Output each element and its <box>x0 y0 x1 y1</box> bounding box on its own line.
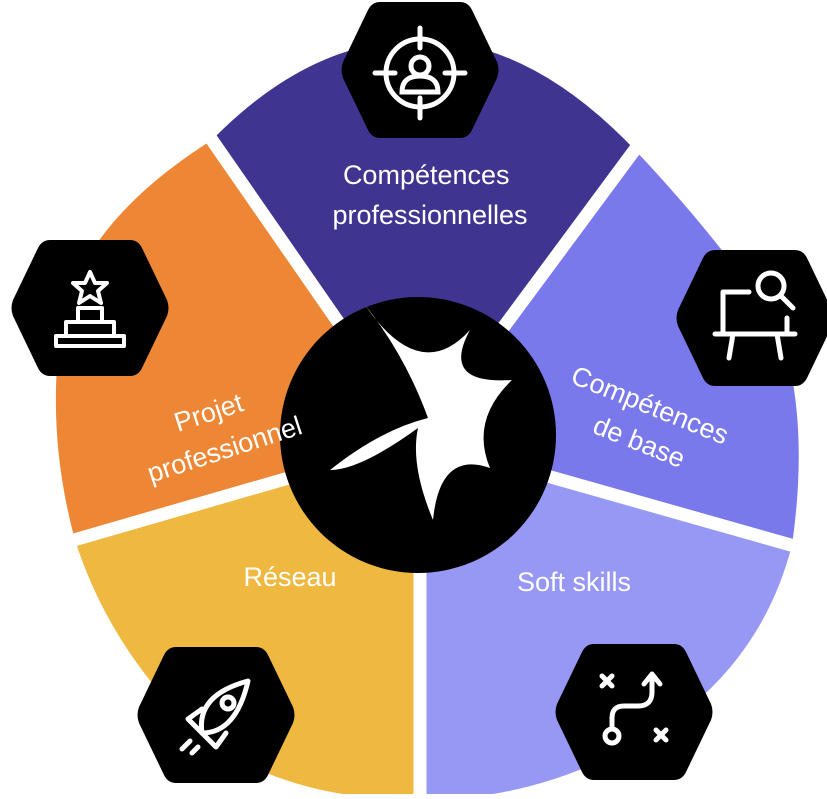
rocket-icon <box>138 647 295 783</box>
presentation-search-icon <box>677 250 827 386</box>
target-user-icon <box>342 2 499 138</box>
trophy-icon <box>12 240 169 376</box>
label-soft-skills: Soft skills <box>517 567 631 597</box>
strategy-path-icon <box>556 644 713 780</box>
label-reseau: Réseau <box>243 562 336 592</box>
